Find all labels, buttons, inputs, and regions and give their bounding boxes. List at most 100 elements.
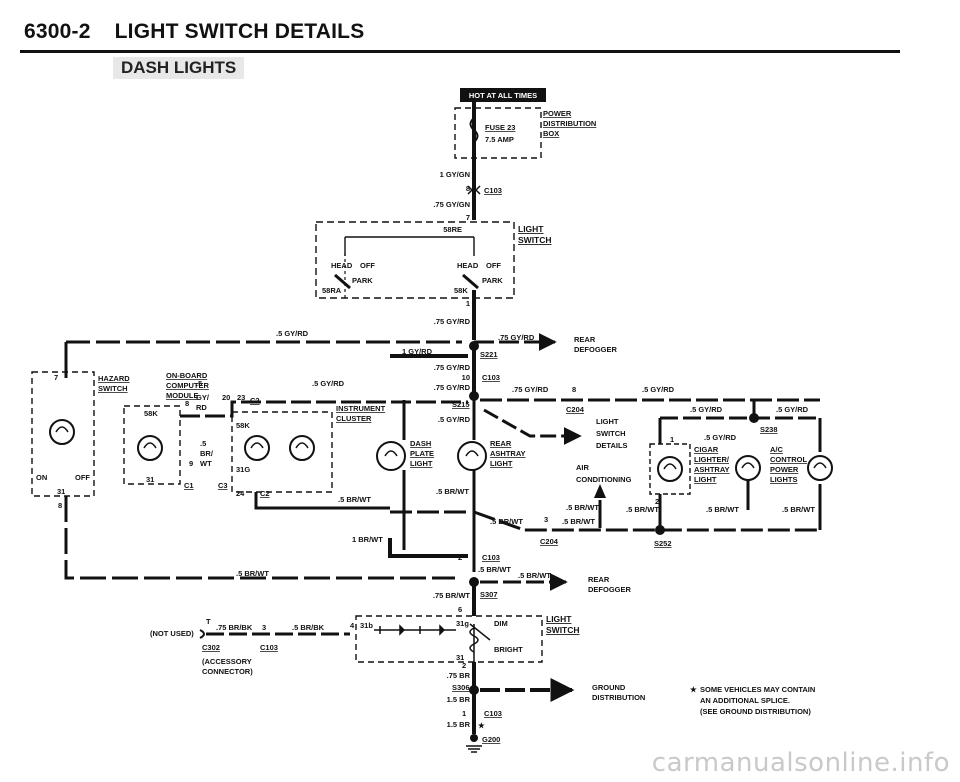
connector-c103-top-icon (467, 185, 481, 195)
cigar-bulb-icon (657, 456, 683, 482)
power-distribution-box (454, 107, 542, 159)
note-star-icon: ★ (690, 685, 698, 694)
fuse-label: FUSE 23 (485, 123, 515, 132)
cluster-bulb-1-icon (244, 435, 270, 461)
dash-plate-2: PLATE (410, 449, 434, 458)
c103-top: C103 (484, 186, 502, 195)
splice-s306-dot (469, 685, 479, 695)
g200-label: G200 (482, 735, 500, 744)
switch-off-left: OFF (360, 261, 375, 270)
br-wt-1-wire (388, 538, 468, 558)
ground-symbol-icon (466, 745, 482, 753)
pin-8-top: 8 (466, 184, 470, 193)
dimmer-coil-icon (469, 627, 479, 653)
hot-at-all-times-badge (460, 88, 546, 102)
rear-ashtray-1: REAR (490, 439, 512, 448)
wire-75-gygn: .75 GY/GN (433, 200, 470, 209)
ground-g200-dot (470, 734, 478, 742)
wire-75-br: .75 BR (447, 671, 471, 680)
pin-7-top: 7 (466, 213, 470, 222)
wire-75-gyrd-right: .75 GY/RD (512, 385, 549, 394)
cigar-lighter-box (649, 443, 691, 495)
wire-5-gyrd-r2: .5 GY/RD (690, 405, 723, 414)
wire-1-gygn: 1 GY/GN (440, 170, 470, 179)
s307-label: S307 (480, 590, 498, 599)
rear-defogger-bottom-1: REAR (588, 575, 610, 584)
ac-ctrl-2: CONTROL (770, 455, 807, 464)
not-used-plug-icon (199, 629, 205, 639)
header-rule (20, 50, 900, 53)
accessory-2: CONNECTOR) (202, 667, 253, 676)
air-conditioning-arrow-icon (594, 484, 606, 498)
page-code: 6300-2 (24, 20, 91, 43)
wire-75-brbk: .75 BR/BK (216, 623, 253, 632)
wire-75-down: .75 GY/RD (434, 363, 471, 372)
wire-75-gyrd-out: .75 GY/RD (434, 317, 471, 326)
cigar-4: LIGHT (694, 475, 717, 484)
s221-label: S221 (480, 350, 498, 359)
fuse-rating: 7.5 AMP (485, 135, 514, 144)
air-2: CONDITIONING (576, 475, 632, 484)
switch-park-left: PARK (352, 276, 373, 285)
gy-rd-obc-bus (180, 400, 468, 418)
pin-2-bottom: 2 (462, 661, 466, 670)
light-switch-bottom-1: LIGHT (546, 614, 572, 624)
pin-23: 23 (237, 393, 245, 402)
wire-5-brwt-air: .5 BR/WT (566, 503, 599, 512)
wire-br-3: WT (200, 459, 212, 468)
ac-bulb-1-icon (735, 455, 761, 481)
pin-31-obc: 31 (146, 475, 154, 484)
cigar-2: LIGHTER/ (694, 455, 730, 464)
rear-ashtray-bulb-icon (457, 441, 487, 471)
wire-br-2: BR/ (200, 449, 214, 458)
ac-ctrl-4: LIGHTS (770, 475, 798, 484)
cluster-bulb-2-filament-icon (295, 442, 309, 449)
s238-label: S238 (760, 425, 778, 434)
pin-58re: 58RE (443, 225, 462, 234)
c103-bottom: C103 (482, 553, 500, 562)
wire-5-brwt-ac1: .5 BR/WT (706, 505, 739, 514)
hazard-1: HAZARD (98, 374, 130, 383)
cigar-1: CIGAR (694, 445, 719, 454)
ac-bulb-2-icon (807, 455, 833, 481)
rear-defogger-top-2: DEFOGGER (574, 345, 618, 354)
wire-5-gyrd-s215: .5 GY/RD (438, 415, 471, 424)
c103-s221: C103 (482, 373, 500, 382)
instr-1: INSTRUMENT (336, 404, 386, 413)
pin-2-c103: 2 (458, 553, 462, 562)
wire-75-rear: .75 GY/RD (498, 333, 535, 342)
rear-defogger-bottom-2: DEFOGGER (588, 585, 632, 594)
dash-plate-3: LIGHT (410, 459, 433, 468)
pin-4-bottom: 4 (350, 621, 355, 630)
hazard-off: OFF (75, 473, 90, 482)
wire-5-gyrd-right: .5 GY/RD (642, 385, 675, 394)
page-title: LIGHT SWITCH DETAILS (114, 20, 365, 43)
wire-5-brwt-center: .5 BR/WT (436, 487, 469, 496)
obc-box (123, 405, 181, 485)
switch-head-left: HEAD (331, 261, 353, 270)
rear-ashtray-3: LIGHT (490, 459, 513, 468)
switch-internal-bus (344, 236, 475, 256)
rear-ashtray-2: ASHTRAY (490, 449, 526, 458)
power-dist-1: POWER (543, 109, 572, 118)
light-switch-top-box (315, 221, 515, 299)
pin-24: 24 (236, 489, 245, 498)
ac-bulb-2-filament-icon (813, 462, 827, 469)
air-1: AIR (576, 463, 590, 472)
note-line-2: AN ADDITIONAL SPLICE. (700, 696, 790, 705)
to-light-switch-details-wire (483, 408, 582, 445)
wire-5-brwt-c204: .5 BR/WT (562, 517, 595, 526)
pin-3-bottom: 3 (262, 623, 266, 632)
wire-5-gyrd-r3: .5 GY/RD (776, 405, 809, 414)
switch-park-right: PARK (482, 276, 503, 285)
ls-details-1: LIGHT (596, 417, 619, 426)
pin-31-bottom: 31 (456, 653, 464, 662)
ground-dist-2: DISTRIBUTION (592, 693, 645, 702)
pin-58k-cluster: 58K (236, 421, 250, 430)
pin-1-bottom: 1 (462, 709, 466, 718)
hazard-pin-8: 8 (58, 501, 62, 510)
not-used-label: (NOT USED) (150, 629, 194, 638)
s215-label: S215 (452, 400, 470, 409)
switch-blade-left-icon (334, 273, 351, 290)
